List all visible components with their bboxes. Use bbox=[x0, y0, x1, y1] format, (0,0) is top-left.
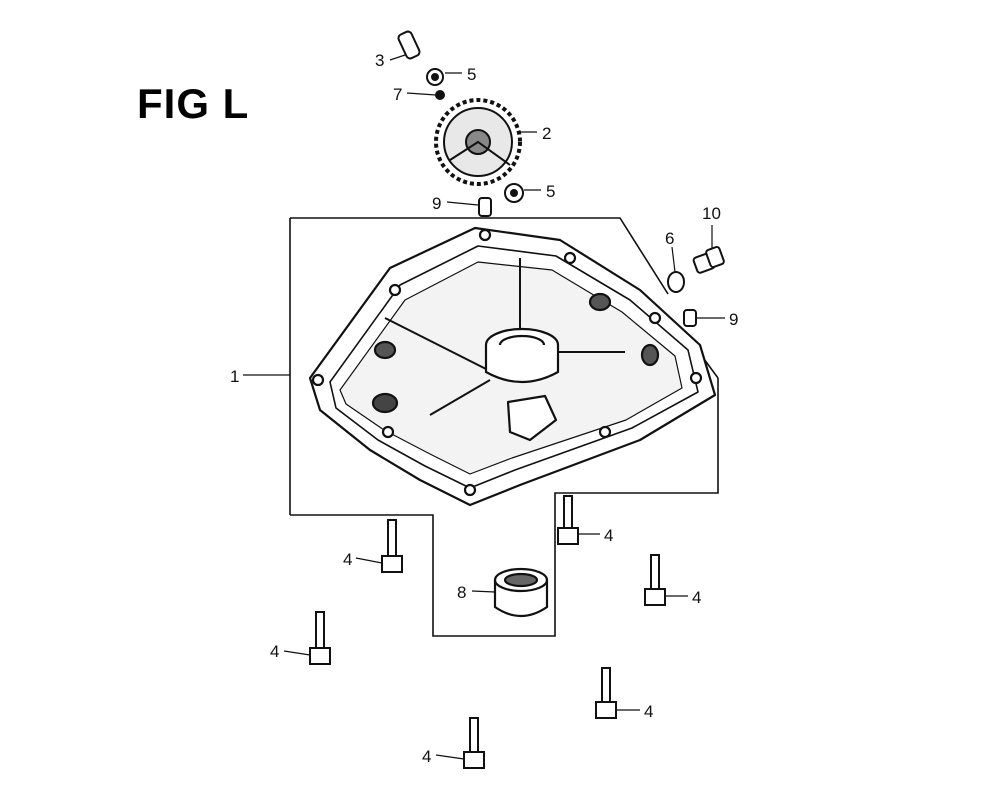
callout-5: 5 bbox=[546, 182, 555, 201]
figure-title: FIG L bbox=[137, 80, 250, 127]
flange-bolt-6 bbox=[463, 717, 485, 769]
callout-9: 9 bbox=[729, 310, 738, 329]
callout-4: 4 bbox=[644, 702, 653, 721]
callout-8: 8 bbox=[457, 583, 466, 602]
callout-5: 5 bbox=[467, 65, 476, 84]
callout-10: 10 bbox=[702, 204, 721, 223]
leader-lines bbox=[243, 54, 725, 760]
callout-4: 4 bbox=[422, 747, 431, 766]
clip-small bbox=[435, 90, 445, 100]
callout-2: 2 bbox=[542, 124, 551, 143]
dowel-pin-upper bbox=[478, 197, 492, 217]
callout-9: 9 bbox=[432, 194, 441, 213]
flange-bolt-3 bbox=[644, 554, 666, 606]
callout-7: 7 bbox=[393, 85, 402, 104]
flange-bolt-4 bbox=[309, 611, 331, 665]
governor-gear bbox=[434, 98, 522, 186]
dowel-pin-right bbox=[683, 309, 697, 327]
drain-plug bbox=[692, 245, 725, 274]
flange-bolt-1 bbox=[381, 519, 403, 573]
crankcase-cover bbox=[308, 226, 717, 507]
callout-4: 4 bbox=[692, 588, 701, 607]
callout-3: 3 bbox=[375, 51, 384, 70]
drain-washer bbox=[667, 271, 685, 293]
assembly-bracket-lines bbox=[289, 217, 719, 637]
shaft-pin bbox=[397, 30, 421, 60]
callout-labels: 3 5 7 2 5 9 10 6 9 1 4 4 8 4 4 4 4 bbox=[230, 51, 738, 766]
callout-4: 4 bbox=[343, 550, 352, 569]
callout-4: 4 bbox=[604, 526, 613, 545]
washer-upper bbox=[426, 68, 444, 86]
washer-lower bbox=[504, 183, 524, 203]
flange-bolt-2 bbox=[557, 495, 579, 545]
callout-6: 6 bbox=[665, 229, 674, 248]
flange-bolt-5 bbox=[595, 667, 617, 719]
oil-seal bbox=[493, 567, 549, 618]
callout-4: 4 bbox=[270, 642, 279, 661]
callout-1: 1 bbox=[230, 367, 239, 386]
